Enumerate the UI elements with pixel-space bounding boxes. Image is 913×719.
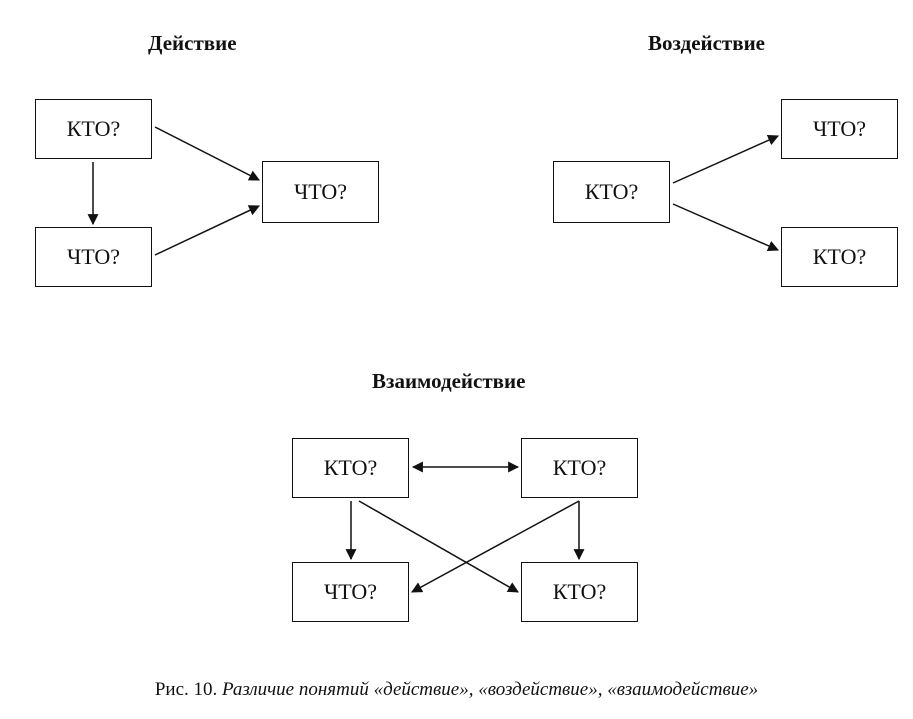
arrow-impact-to-what xyxy=(672,135,780,184)
action-what-box-right: ЧТО? xyxy=(262,161,379,223)
action-what-box-bottom: ЧТО? xyxy=(35,227,152,287)
arrow-action-what-to-right xyxy=(154,205,260,256)
impact-what-box: ЧТО? xyxy=(781,99,898,159)
arrow-interaction-cross-to-left xyxy=(411,500,580,593)
action-title: Действие xyxy=(148,31,237,55)
arrow-impact-to-who xyxy=(672,203,780,252)
caption-text: Различие понятий «действие», «воздействи… xyxy=(222,679,759,700)
arrow-action-who-to-right xyxy=(154,126,260,181)
action-who-box: КТО? xyxy=(35,99,152,159)
interaction-title: Взаимодействие xyxy=(372,369,526,393)
impact-title: Воздействие xyxy=(648,31,766,55)
interaction-who-box-top-left: КТО? xyxy=(292,438,409,498)
interaction-who-box-top-right: КТО? xyxy=(521,438,638,498)
figure-caption: Рис. 10. Различие понятий «действие», «в… xyxy=(0,679,913,701)
impact-who-box: КТО? xyxy=(553,161,670,223)
interaction-what-box-bottom-left: ЧТО? xyxy=(292,562,409,622)
arrow-interaction-cross-to-right xyxy=(358,500,519,593)
caption-prefix: Рис. 10. xyxy=(154,679,218,700)
interaction-who-box-bottom-right: КТО? xyxy=(521,562,638,622)
impact-who-box-bottom: КТО? xyxy=(781,227,898,287)
